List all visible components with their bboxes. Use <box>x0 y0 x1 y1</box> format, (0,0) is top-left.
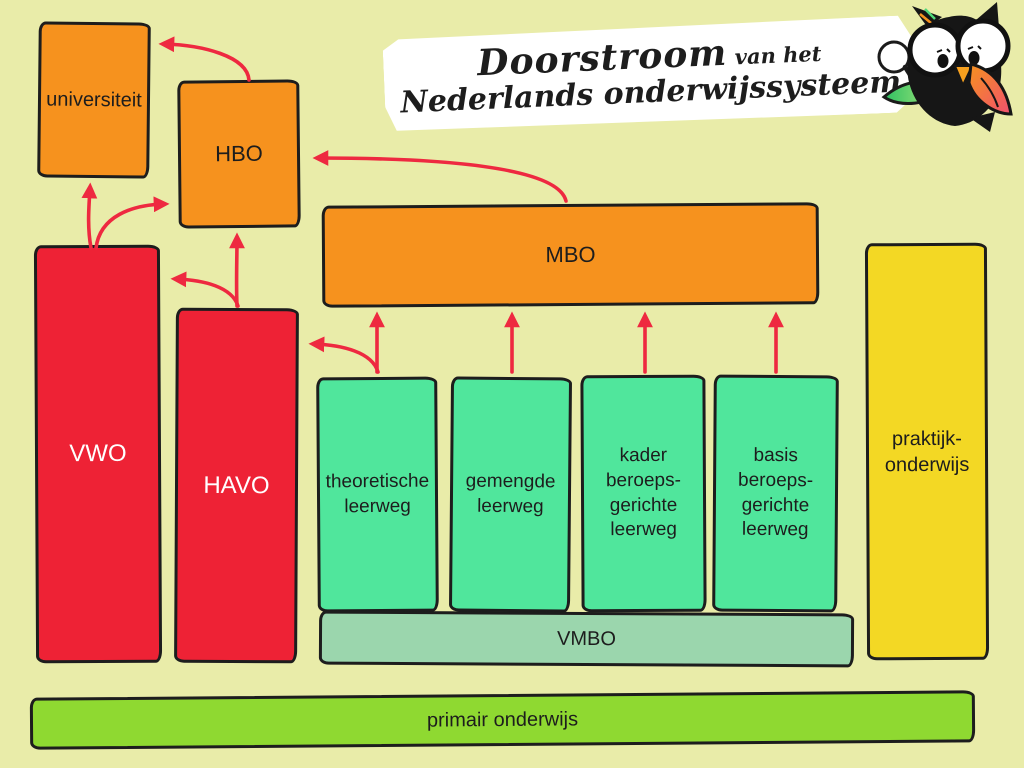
node-kader-leerweg: kader beroeps- gerichte leerweg <box>580 374 707 613</box>
node-theoretische-leerweg: theoretische leerweg <box>316 376 439 613</box>
node-label: theoretische leerweg <box>325 470 430 517</box>
node-label: HBO <box>215 140 263 166</box>
node-label: VWO <box>69 440 127 468</box>
node-label: HAVO <box>203 471 270 500</box>
node-hbo: HBO <box>177 79 301 229</box>
node-label: MBO <box>545 241 596 267</box>
node-label: VMBO <box>556 627 617 651</box>
arrow-vwo-to-universiteit <box>81 182 98 250</box>
owl-mascot-icon <box>877 2 1013 132</box>
node-label: kader beroeps- gerichte leerweg <box>605 445 681 541</box>
title-word-small: van het <box>726 40 822 70</box>
node-label: universiteit <box>46 88 142 112</box>
node-primair-onderwijs: primair onderwijs <box>29 690 976 750</box>
node-label: gemengde leerweg <box>465 470 556 517</box>
arrow-hbo-to-universiteit <box>158 36 251 82</box>
node-label: basis beroeps- gerichte leerweg <box>738 444 814 541</box>
node-havo: HAVO <box>174 307 299 664</box>
node-universiteit: universiteit <box>37 21 151 179</box>
node-vmbo: VMBO <box>318 610 855 668</box>
title-banner: Doorstroom van het Nederlands onderwijss… <box>382 15 918 134</box>
node-basis-leerweg: basis beroeps- gerichte leerweg <box>712 374 839 613</box>
node-label: praktijk- onderwijs <box>884 427 970 476</box>
node-gemengde-leerweg: gemengde leerweg <box>448 376 573 613</box>
node-label: primair onderwijs <box>426 708 579 732</box>
node-praktijkonderwijs: praktijk- onderwijs <box>864 242 990 661</box>
node-vwo: VWO <box>33 244 163 664</box>
arrow-mbo-to-hbo <box>312 150 568 203</box>
arrow-theoretische-to-havo <box>308 336 380 374</box>
node-mbo: MBO <box>321 202 820 308</box>
arrow-havo-to-vwo <box>170 271 240 308</box>
arrow-vwo-to-hbo <box>94 196 170 250</box>
